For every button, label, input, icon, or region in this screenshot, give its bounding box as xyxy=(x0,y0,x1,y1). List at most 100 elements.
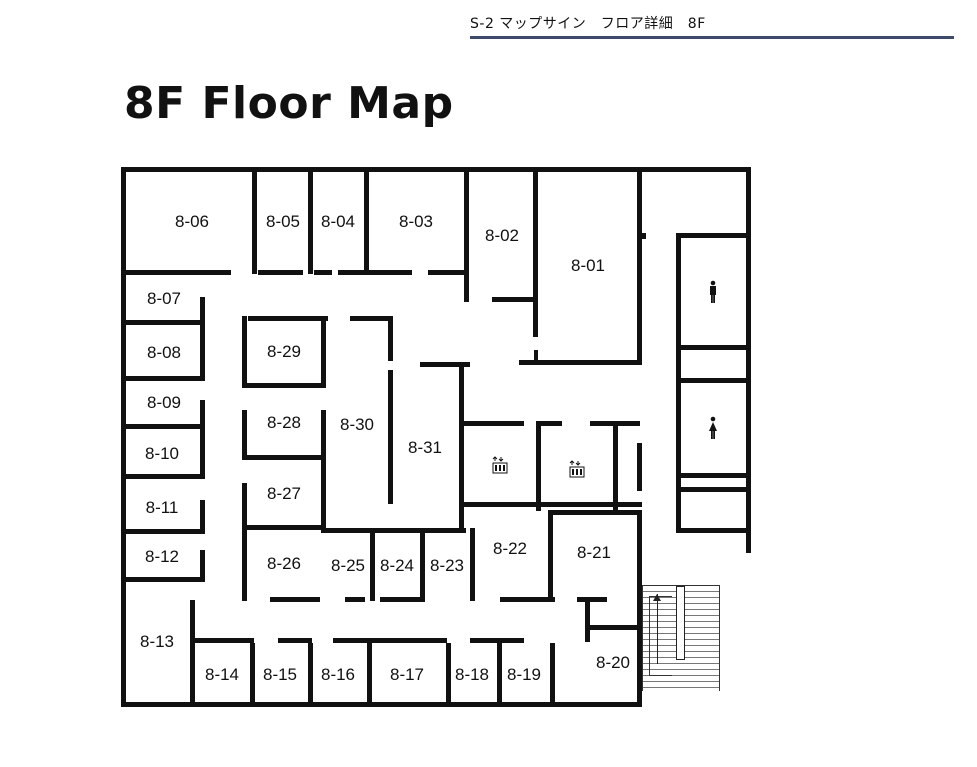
wall xyxy=(536,421,541,511)
wall xyxy=(121,270,231,275)
room-label: 8-15 xyxy=(262,665,298,684)
room-label: 8-01 xyxy=(570,256,606,275)
wall xyxy=(470,528,475,601)
wall xyxy=(533,167,538,337)
wall xyxy=(746,167,751,553)
wall xyxy=(641,233,646,239)
wall xyxy=(585,597,590,642)
header-caption: S-2 マップサイン フロア詳細 8F xyxy=(470,16,706,32)
wall xyxy=(380,597,425,602)
room-label: 8-04 xyxy=(320,212,356,231)
room-label: 8-26 xyxy=(266,554,302,573)
wall xyxy=(637,625,642,707)
wall xyxy=(321,528,466,533)
wall xyxy=(428,270,464,275)
wall xyxy=(577,597,607,602)
wall xyxy=(321,410,326,530)
elevator-icon xyxy=(492,456,508,474)
room-label: 8-02 xyxy=(484,226,520,245)
room-label: 8-31 xyxy=(407,438,443,457)
wall xyxy=(464,421,524,426)
wall xyxy=(258,270,303,275)
elevator-icon xyxy=(569,460,585,478)
room-label: 8-21 xyxy=(576,543,612,562)
wall xyxy=(252,167,257,274)
wall xyxy=(192,638,254,643)
room-label: 8-03 xyxy=(398,212,434,231)
wall xyxy=(270,597,320,602)
wall xyxy=(588,625,642,630)
wall xyxy=(121,424,205,429)
room-label: 8-29 xyxy=(266,342,302,361)
wall xyxy=(121,167,751,172)
wall xyxy=(534,350,538,362)
room-label: 8-17 xyxy=(389,665,425,684)
room-label: 8-16 xyxy=(320,665,356,684)
wall xyxy=(388,370,393,504)
room-label: 8-10 xyxy=(144,444,180,463)
wall xyxy=(350,316,392,321)
header-rule xyxy=(470,36,954,39)
wall xyxy=(548,510,642,515)
wall xyxy=(278,638,312,643)
room-label: 8-06 xyxy=(174,212,210,231)
wall xyxy=(338,270,412,275)
wall xyxy=(242,316,247,388)
wall xyxy=(200,550,205,582)
room-label: 8-28 xyxy=(266,413,302,432)
wall xyxy=(121,320,205,325)
wall xyxy=(242,483,247,601)
wall xyxy=(367,643,372,703)
room-label: 8-05 xyxy=(265,212,301,231)
wall xyxy=(492,297,534,302)
room-label: 8-12 xyxy=(144,547,180,566)
room-label: 8-27 xyxy=(266,484,302,503)
wall xyxy=(190,600,195,705)
wall xyxy=(250,643,255,703)
room-label: 8-08 xyxy=(146,343,182,362)
wall xyxy=(314,270,332,275)
room-label: 8-13 xyxy=(139,632,175,651)
wall xyxy=(121,702,642,707)
wall xyxy=(470,638,524,643)
wall xyxy=(519,360,641,365)
wall xyxy=(200,429,205,479)
wall xyxy=(637,510,642,630)
wall xyxy=(242,410,247,460)
wall xyxy=(242,455,326,460)
wall xyxy=(121,167,126,707)
wall xyxy=(345,597,365,602)
wall xyxy=(121,529,205,534)
page-title: 8F Floor Map xyxy=(124,78,454,129)
wall xyxy=(333,638,447,643)
wall xyxy=(121,474,205,479)
wall xyxy=(370,528,375,601)
stairs-icon xyxy=(642,585,720,691)
wall xyxy=(388,316,393,361)
wall xyxy=(497,643,502,703)
wall xyxy=(242,383,326,388)
room-label: 8-14 xyxy=(204,665,240,684)
wall xyxy=(462,502,642,507)
wall xyxy=(420,528,425,601)
wall xyxy=(121,376,205,381)
room-label: 8-30 xyxy=(339,415,375,434)
wall xyxy=(248,316,328,321)
room-label: 8-18 xyxy=(454,665,490,684)
room-label: 8-07 xyxy=(146,289,182,308)
wall xyxy=(637,167,642,365)
wall xyxy=(242,525,326,530)
wall xyxy=(459,362,464,532)
wall xyxy=(548,510,553,602)
wall xyxy=(676,473,751,478)
wall xyxy=(446,643,451,703)
wall xyxy=(676,378,751,383)
room-label: 8-24 xyxy=(379,556,415,575)
room-label: 8-11 xyxy=(145,498,179,517)
wall xyxy=(613,421,618,511)
wall xyxy=(308,643,313,703)
wall xyxy=(550,643,555,703)
wall xyxy=(676,233,751,238)
wall xyxy=(200,500,205,534)
